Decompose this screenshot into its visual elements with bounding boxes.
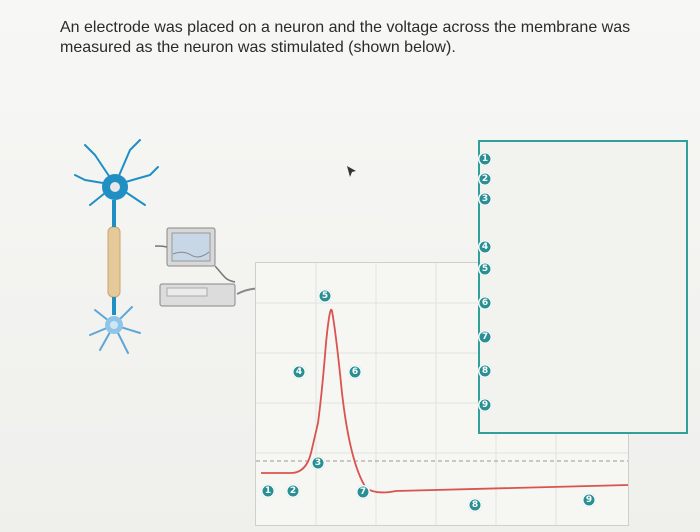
answer-badge-9[interactable]: 9 [478, 398, 492, 412]
graph-badge-1: 1 [261, 484, 275, 498]
graph-badge-2: 2 [286, 484, 300, 498]
graph-badge-3: 3 [311, 456, 325, 470]
graph-badge-4: 4 [292, 365, 306, 379]
graph-badge-9: 9 [582, 493, 596, 507]
answer-badge-6[interactable]: 6 [478, 296, 492, 310]
graph-badge-8: 8 [468, 498, 482, 512]
question-text: An electrode was placed on a neuron and … [60, 19, 631, 56]
answer-drop-zone[interactable] [478, 140, 688, 434]
neuron-icon [74, 139, 159, 354]
recording-computer-icon [155, 227, 285, 307]
mouse-cursor-icon [347, 166, 356, 177]
answer-badge-1[interactable]: 1 [478, 152, 492, 166]
graph-badge-7: 7 [356, 485, 370, 499]
answer-badge-4[interactable]: 4 [478, 240, 492, 254]
answer-badge-3[interactable]: 3 [478, 192, 492, 206]
answer-badge-5[interactable]: 5 [478, 262, 492, 276]
answer-badge-7[interactable]: 7 [478, 330, 492, 344]
graph-badge-5: 5 [318, 289, 332, 303]
answer-badge-8[interactable]: 8 [478, 364, 492, 378]
answer-badge-2[interactable]: 2 [478, 172, 492, 186]
graph-badge-6: 6 [348, 365, 362, 379]
